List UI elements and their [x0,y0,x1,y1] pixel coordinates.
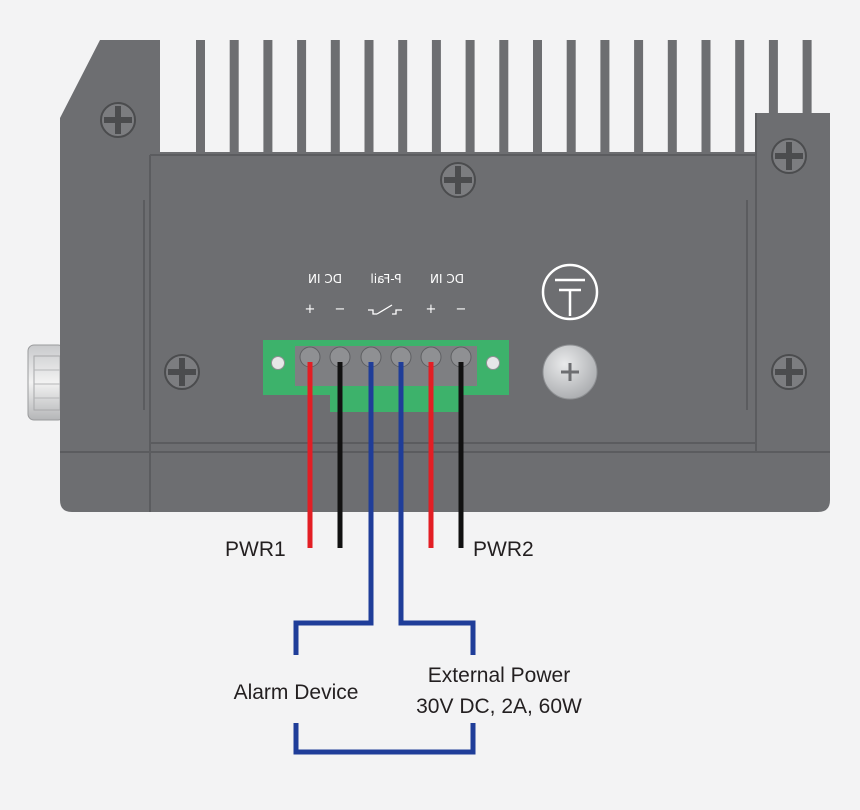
heatsink-fin [263,40,273,160]
heatsink-fin [802,40,812,160]
plus-1-label: + [305,302,316,317]
heatsink-fins [196,40,812,160]
alarm-loop-bottom [293,723,476,755]
dc-in-right-label: DC IN [430,272,464,286]
heatsink-fin [667,40,677,160]
heatsink-fin [566,40,576,160]
screw-icon [440,162,476,198]
heatsink-fin [735,40,745,160]
heatsink-fin [634,40,644,160]
minus-1-label: − [335,302,346,317]
ground-symbol-icon [541,263,599,321]
heatsink-fin [768,40,778,160]
heatsink-fin [499,40,509,160]
heatsink-fin [364,40,374,160]
terminal-silkscreen: DC IN P-Fail DC IN + − + − [305,272,467,317]
heatsink-fin [229,40,239,160]
side-connector [27,344,65,421]
ground-screw-icon [542,344,598,400]
heatsink-fin [330,40,340,160]
relay-switch-icon [368,304,402,315]
heatsink-fin [431,40,441,160]
heatsink-fin [465,40,475,160]
external-power-label: External Power [428,664,570,687]
pwr1-label: PWR1 [225,538,286,561]
heatsink-fin [600,40,610,160]
minus-2-label: − [456,302,467,317]
terminal-block [263,340,509,412]
wiring [293,362,476,755]
screw-icon [164,354,200,390]
heatsink-fin [701,40,711,160]
heatsink-fin [297,40,307,160]
plus-2-label: + [426,302,437,317]
alarm-wire-left [293,362,374,655]
alarm-device-label: Alarm Device [234,681,359,704]
device-housing [60,40,830,512]
screw-icon [100,102,136,138]
screw-icon [771,354,807,390]
heatsink-fin [398,40,408,160]
dc-in-left-label: DC IN [308,272,342,286]
alarm-wire-right [398,362,476,655]
pwr2-label: PWR2 [473,538,534,561]
p-fail-label: P-Fail [370,272,401,286]
heatsink-fin [533,40,542,160]
heatsink-fin [196,40,205,160]
screw-icon [771,138,807,174]
external-power-spec-label: 30V DC, 2A, 60W [416,695,582,718]
